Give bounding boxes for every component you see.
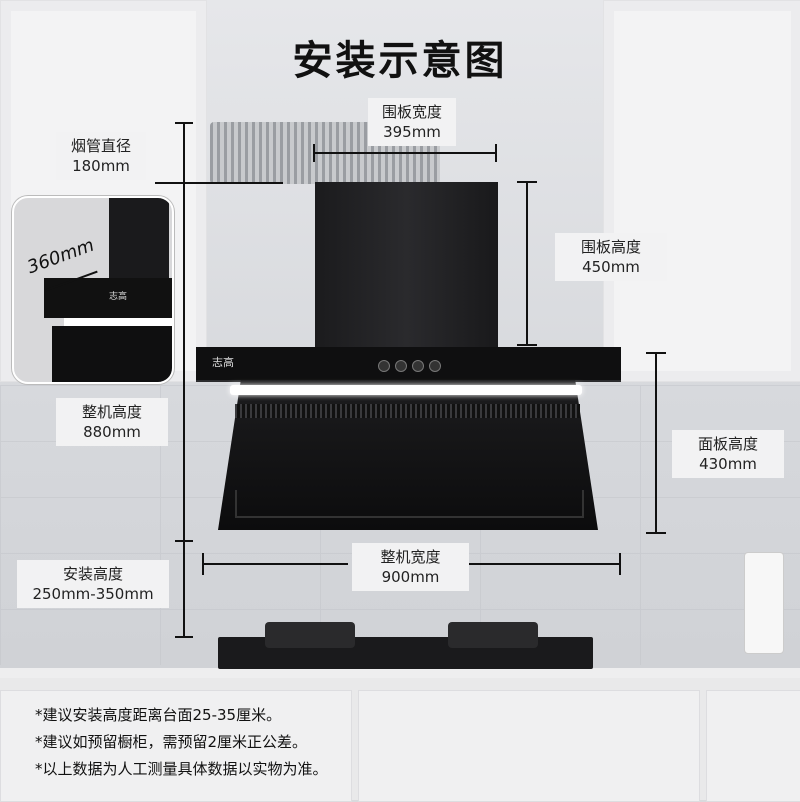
total-height-name: 整机高度 (81, 403, 142, 421)
countertop (0, 668, 800, 678)
inset-hood (44, 278, 172, 318)
upper-cabinet-right (603, 0, 800, 382)
panel-height-top-tick (517, 181, 537, 183)
hood-button-1 (378, 360, 390, 372)
panel-width-right-tick (495, 144, 497, 162)
paper-towel-roll (744, 552, 784, 654)
lower-cabinet-door-1 (0, 690, 352, 802)
inset-light (64, 318, 172, 326)
face-height-line (655, 352, 657, 534)
install-height-label: 安装高度 250mm-350mm (17, 560, 169, 608)
panel-height-value: 450mm (582, 258, 640, 276)
total-height-value: 880mm (83, 423, 141, 441)
hood-button-3 (412, 360, 424, 372)
stove-burner-left (265, 622, 355, 648)
panel-height-bottom-tick (517, 344, 537, 346)
hood-top-panel (196, 347, 621, 382)
duct-diameter-value: 180mm (72, 157, 130, 175)
total-width-line-right (465, 563, 620, 565)
face-height-value: 430mm (699, 455, 757, 473)
total-width-left-tick (202, 553, 204, 575)
panel-height-label: 围板高度 450mm (555, 233, 667, 281)
total-height-line (183, 122, 185, 637)
panel-height-line (526, 182, 528, 345)
detail-inset: 志高 360mm (12, 196, 174, 384)
install-height-value: 250mm-350mm (32, 585, 154, 603)
lower-cabinet-door-3 (706, 690, 800, 802)
panel-width-name: 围板宽度 (381, 103, 442, 121)
panel-width-label: 围板宽度 395mm (368, 98, 456, 146)
panel-height-name: 围板高度 (580, 238, 641, 256)
installation-notes: *建议安装高度距离台面25-35厘米。 *建议如预留橱柜，需预留2厘米正公差。 … (35, 702, 328, 783)
hood-button-2 (395, 360, 407, 372)
duct-diameter-name: 烟管直径 (70, 137, 131, 155)
total-width-line-left (203, 563, 348, 565)
stove-burner-right (448, 622, 538, 648)
total-height-top-tick (175, 122, 193, 124)
total-height-label: 整机高度 880mm (56, 398, 168, 446)
hood-chimney-panel (315, 182, 498, 347)
total-width-right-tick (619, 553, 621, 575)
face-height-label: 面板高度 430mm (672, 430, 784, 478)
hood-oil-tray (235, 490, 584, 518)
inset-brand-logo: 志高 (109, 292, 128, 302)
face-height-top-tick (646, 352, 666, 354)
inset-dimension-label: 360mm (24, 234, 97, 279)
panel-width-left-tick (313, 144, 315, 162)
panel-width-line (314, 152, 496, 154)
inset-front-panel (52, 326, 172, 382)
total-width-name: 整机宽度 (380, 548, 441, 566)
hood-grille (235, 404, 580, 418)
duct-leader-line (155, 182, 283, 184)
page-title: 安装示意图 (292, 38, 508, 84)
install-height-name: 安装高度 (62, 565, 123, 583)
install-height-bottom-tick (175, 636, 193, 638)
total-width-label: 整机宽度 900mm (352, 543, 469, 591)
note-line: *以上数据为人工测量具体数据以实物为准。 (35, 760, 328, 778)
hood-light-strip (230, 385, 582, 395)
panel-width-value: 395mm (383, 123, 441, 141)
note-line: *建议如预留橱柜，需预留2厘米正公差。 (35, 733, 308, 751)
note-line: *建议安装高度距离台面25-35厘米。 (35, 706, 282, 724)
face-height-name: 面板高度 (697, 435, 758, 453)
lower-cabinet-door-2 (358, 690, 700, 802)
hood-button-4 (429, 360, 441, 372)
hood-brand-logo: 志高 (212, 356, 234, 369)
install-height-tick (175, 540, 193, 542)
duct-diameter-label: 烟管直径 180mm (56, 132, 146, 180)
face-height-bottom-tick (646, 532, 666, 534)
total-width-value: 900mm (381, 568, 440, 586)
